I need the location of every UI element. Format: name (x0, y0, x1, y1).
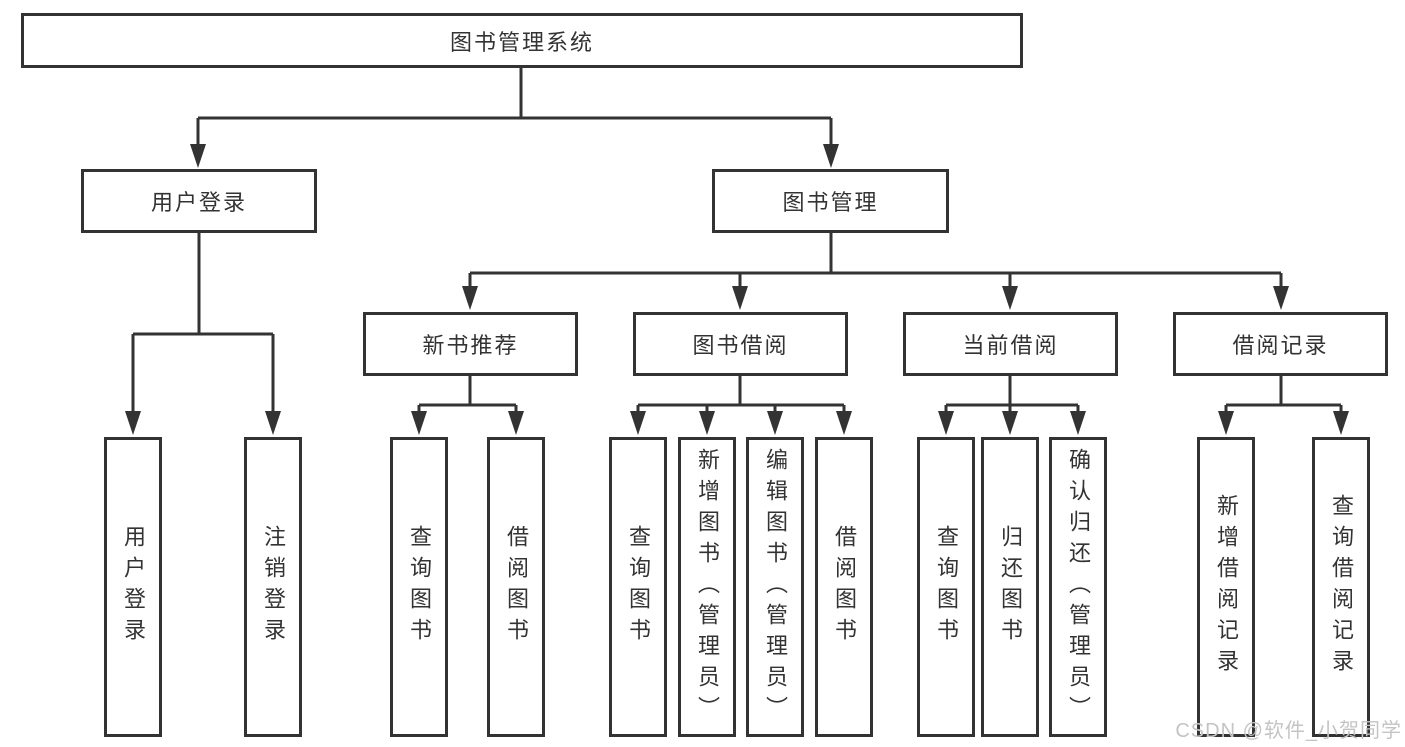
leaf-confirm-return-admin: 确认归还（管理员） (1049, 437, 1107, 737)
leaf-borrow-edit-admin: 编辑图书（管理员） (746, 437, 804, 737)
leaf-return-book-label: 归还图书 (998, 525, 1023, 649)
leaf-new-book-borrow-label: 借阅图书 (504, 525, 529, 649)
node-current-borrow: 当前借阅 (903, 312, 1118, 376)
leaf-new-book-query-label: 查询图书 (407, 525, 432, 649)
leaf-current-query-label: 查询图书 (934, 525, 959, 649)
node-root-label: 图书管理系统 (449, 29, 594, 55)
arrowheads (125, 144, 1349, 435)
leaf-logout-label: 注销登录 (261, 525, 286, 649)
node-book-borrow-label: 图书借阅 (692, 333, 789, 358)
connector-root-to-level2 (196, 68, 833, 150)
node-current-borrow-label: 当前借阅 (962, 333, 1059, 358)
node-root: 图书管理系统 (21, 13, 1023, 68)
leaf-record-add-label: 新增借阅记录 (1214, 494, 1239, 680)
node-book-mgmt-label: 图书管理 (782, 190, 879, 215)
leaf-return-book: 归还图书 (981, 437, 1039, 737)
leaf-borrow-add-admin: 新增图书（管理员） (678, 437, 736, 737)
csdn-watermark: CSDN @软件_小贺同学 (1175, 720, 1402, 742)
connector-new-book-children (417, 376, 518, 418)
node-user-login: 用户登录 (81, 169, 317, 233)
leaf-user-login: 用户登录 (104, 437, 162, 737)
leaf-record-query: 查询借阅记录 (1312, 437, 1370, 737)
node-book-mgmt: 图书管理 (712, 169, 949, 233)
leaf-record-add: 新增借阅记录 (1197, 437, 1255, 737)
connector-book-mgmt-to-level3 (468, 233, 1283, 293)
leaf-borrow-add-admin-label: 新增图书（管理员） (695, 447, 720, 727)
leaf-record-query-label: 查询借阅记录 (1329, 494, 1354, 680)
leaf-borrow-book: 借阅图书 (815, 437, 873, 737)
node-new-book: 新书推荐 (363, 312, 578, 376)
leaf-confirm-return-admin-label: 确认归还（管理员） (1066, 447, 1091, 727)
node-new-book-label: 新书推荐 (422, 333, 519, 358)
leaf-current-query: 查询图书 (917, 437, 975, 737)
connector-user-login-children (131, 233, 275, 418)
leaf-borrow-query-label: 查询图书 (626, 525, 651, 649)
node-borrow-record-label: 借阅记录 (1232, 333, 1329, 358)
leaf-borrow-query: 查询图书 (609, 437, 667, 737)
leaf-new-book-borrow: 借阅图书 (487, 437, 545, 737)
leaf-user-login-label: 用户登录 (121, 525, 146, 649)
connector-borrow-record-children (1224, 376, 1343, 418)
leaf-borrow-edit-admin-label: 编辑图书（管理员） (763, 447, 788, 727)
node-book-borrow: 图书借阅 (633, 312, 848, 376)
leaf-borrow-book-label: 借阅图书 (832, 525, 857, 649)
node-user-login-label: 用户登录 (150, 190, 247, 215)
leaf-new-book-query: 查询图书 (390, 437, 448, 737)
node-borrow-record: 借阅记录 (1173, 312, 1388, 376)
connector-book-borrow-children (636, 376, 846, 418)
leaf-logout: 注销登录 (244, 437, 302, 737)
